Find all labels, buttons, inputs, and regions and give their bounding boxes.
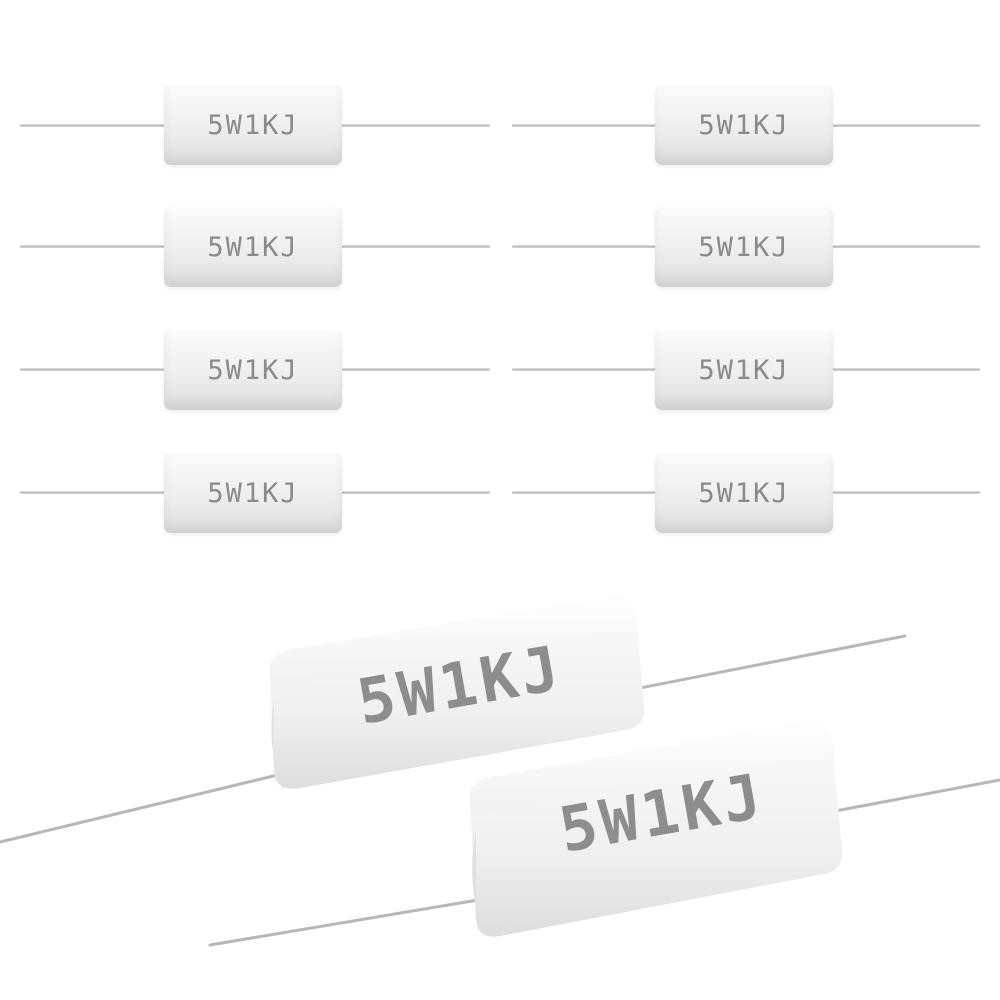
resistor-marking: 5W1KJ (207, 477, 299, 509)
resistor: 5W1KJ (269, 595, 645, 789)
resistor: 5W1KJ (655, 453, 833, 533)
resistor: 5W1KJ (164, 85, 342, 165)
resistor-marking: 5W1KJ (207, 109, 299, 141)
resistor: 5W1KJ (164, 330, 342, 410)
resistor-marking: 5W1KJ (698, 109, 790, 141)
resistor-marking: 5W1KJ (698, 477, 790, 509)
resistor-marking: 5W1KJ (207, 231, 299, 263)
resistor-lead (208, 778, 1000, 947)
resistor: 5W1KJ (655, 85, 833, 165)
resistor: 5W1KJ (469, 719, 843, 937)
resistor: 5W1KJ (164, 207, 342, 287)
resistor-marking: 5W1KJ (207, 354, 299, 386)
resistor-marking: 5W1KJ (698, 354, 790, 386)
resistor: 5W1KJ (655, 207, 833, 287)
resistor-marking: 5W1KJ (698, 231, 790, 263)
resistor: 5W1KJ (164, 453, 342, 533)
resistor: 5W1KJ (655, 330, 833, 410)
resistor-lead (0, 634, 907, 844)
